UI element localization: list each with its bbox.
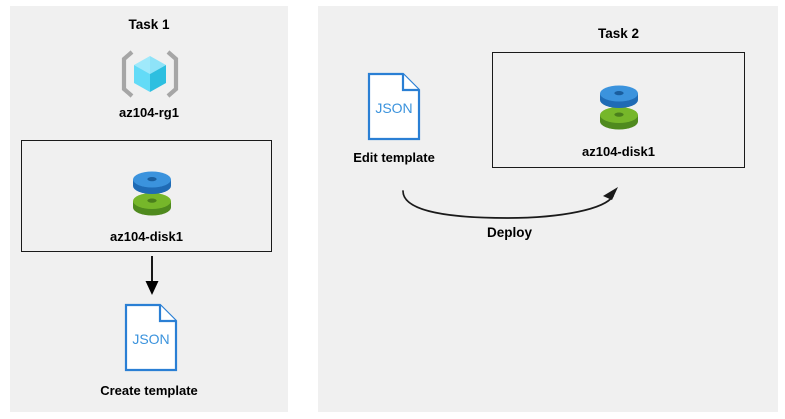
task2-boundary-box <box>492 52 745 168</box>
json-document-icon-create: JSON <box>124 303 178 372</box>
json-icon-text: JSON <box>132 331 169 347</box>
edit-template-label: Edit template <box>353 150 435 165</box>
task2-title: Task 2 <box>597 26 640 41</box>
managed-disk-icon <box>126 167 178 219</box>
deploy-arrow <box>392 182 627 227</box>
json-document-icon-edit: JSON <box>367 72 421 141</box>
managed-disk-icon-task2 <box>593 81 645 133</box>
resource-group-cube-icon <box>118 48 182 100</box>
disk-label-task2: az104-disk1 <box>582 144 655 159</box>
resource-group-boundary-box <box>21 140 272 252</box>
disk-label-task1: az104-disk1 <box>110 229 183 244</box>
create-template-arrow <box>138 255 166 297</box>
task1-title: Task 1 <box>128 17 170 32</box>
create-template-label: Create template <box>100 383 198 398</box>
deploy-label: Deploy <box>486 225 532 240</box>
json-icon-text: JSON <box>375 100 412 116</box>
resource-group-label: az104-rg1 <box>119 105 179 120</box>
